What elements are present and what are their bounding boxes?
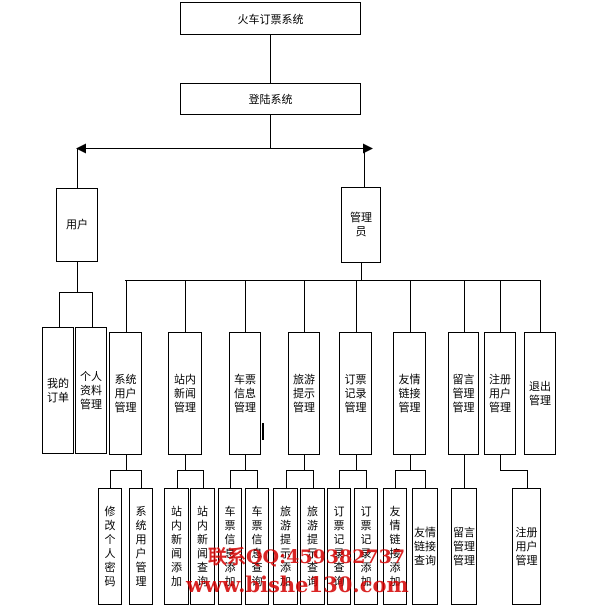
admin-module-box: 订票记录管理 (339, 332, 372, 455)
connector (245, 455, 246, 470)
right-arrowhead (363, 143, 373, 154)
sub-function-box: 站内新闻查询 (190, 488, 215, 605)
connector (257, 470, 258, 488)
connector (540, 280, 541, 332)
sub-function-box: 修改个人密码 (98, 488, 122, 605)
connector (245, 280, 246, 332)
connector (361, 263, 362, 280)
connector (364, 149, 365, 188)
connector (286, 470, 287, 488)
connector (141, 470, 142, 488)
split-arrow-line (84, 148, 364, 149)
connector (59, 292, 60, 327)
connector (203, 470, 204, 488)
connector (286, 470, 314, 471)
sub-function-box: 注册用户管理 (512, 488, 541, 605)
admin-module-box: 退出管理 (524, 332, 556, 455)
connector (500, 470, 528, 471)
connector (366, 470, 367, 488)
connector (500, 455, 501, 470)
connector (527, 470, 528, 488)
sub-function-box: 站内新闻添加 (164, 488, 189, 605)
connector (410, 455, 411, 470)
connector (92, 292, 93, 327)
admin-module-box: 留言管理管理 (448, 332, 479, 455)
admin-module-box: 车票信息管理 (229, 332, 261, 455)
sub-function-box: 订票记录查询 (327, 488, 351, 605)
connector (126, 280, 127, 332)
connector (339, 470, 367, 471)
sub-function-box: 系统用户管理 (129, 488, 153, 605)
admin-module-box: 旅游提示管理 (288, 332, 320, 455)
system-title-box: 火车订票系统 (180, 2, 361, 35)
connector (270, 115, 271, 148)
connector (425, 470, 426, 488)
user-function-box: 我的订单 (42, 327, 74, 454)
connector (126, 455, 127, 470)
connector (185, 455, 186, 470)
connector (464, 280, 465, 332)
sub-function-box: 友情链接查询 (412, 488, 438, 605)
sub-function-box: 友情链接添加 (383, 488, 407, 605)
admin-role-box: 管理员 (341, 187, 381, 263)
login-box: 登陆系统 (180, 83, 361, 115)
connector (77, 262, 78, 292)
sub-function-box: 旅游提示添加 (273, 488, 298, 605)
user-role-box: 用户 (56, 188, 98, 262)
connector (500, 280, 501, 332)
sub-function-box: 车票信息添加 (218, 488, 242, 605)
connector (59, 292, 93, 293)
connector (395, 470, 396, 488)
connector (356, 455, 357, 470)
stray-mark (262, 423, 264, 440)
connector (410, 280, 411, 332)
connector (270, 35, 271, 83)
connector (125, 280, 540, 281)
connector (110, 470, 111, 488)
connector (339, 470, 340, 488)
admin-module-box: 系统用户管理 (109, 332, 142, 455)
connector (464, 455, 465, 488)
connector (177, 470, 178, 488)
sub-function-box: 旅游提示查询 (300, 488, 325, 605)
sub-function-box: 留言管理管理 (451, 488, 477, 605)
connector (77, 149, 78, 188)
connector (395, 470, 426, 471)
admin-module-box: 注册用户管理 (484, 332, 516, 455)
left-arrowhead (76, 143, 86, 154)
connector (177, 470, 204, 471)
admin-module-box: 友情链接管理 (393, 332, 426, 455)
connector (230, 470, 231, 488)
connector (110, 470, 142, 471)
connector (304, 280, 305, 332)
connector (185, 280, 186, 332)
connector (313, 470, 314, 488)
admin-module-box: 站内新闻管理 (168, 332, 202, 455)
user-function-box: 个人资料管理 (75, 327, 107, 454)
connector (230, 470, 258, 471)
connector (356, 280, 357, 332)
connector (304, 455, 305, 470)
sub-function-box: 车票信息查询 (245, 488, 269, 605)
sub-function-box: 订票记录添加 (354, 488, 378, 605)
